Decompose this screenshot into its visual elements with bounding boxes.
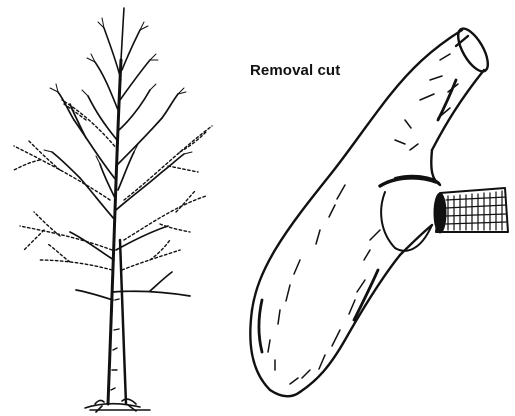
tree-illustration — [14, 8, 212, 412]
removal-cut-label: Removal cut — [250, 62, 340, 79]
branch-collar — [380, 176, 440, 251]
tree-ground — [85, 399, 150, 412]
bark-shading — [259, 80, 456, 352]
removed-branch-stub — [434, 188, 508, 233]
tree-trunk — [108, 60, 126, 404]
limb-illustration — [250, 24, 508, 396]
